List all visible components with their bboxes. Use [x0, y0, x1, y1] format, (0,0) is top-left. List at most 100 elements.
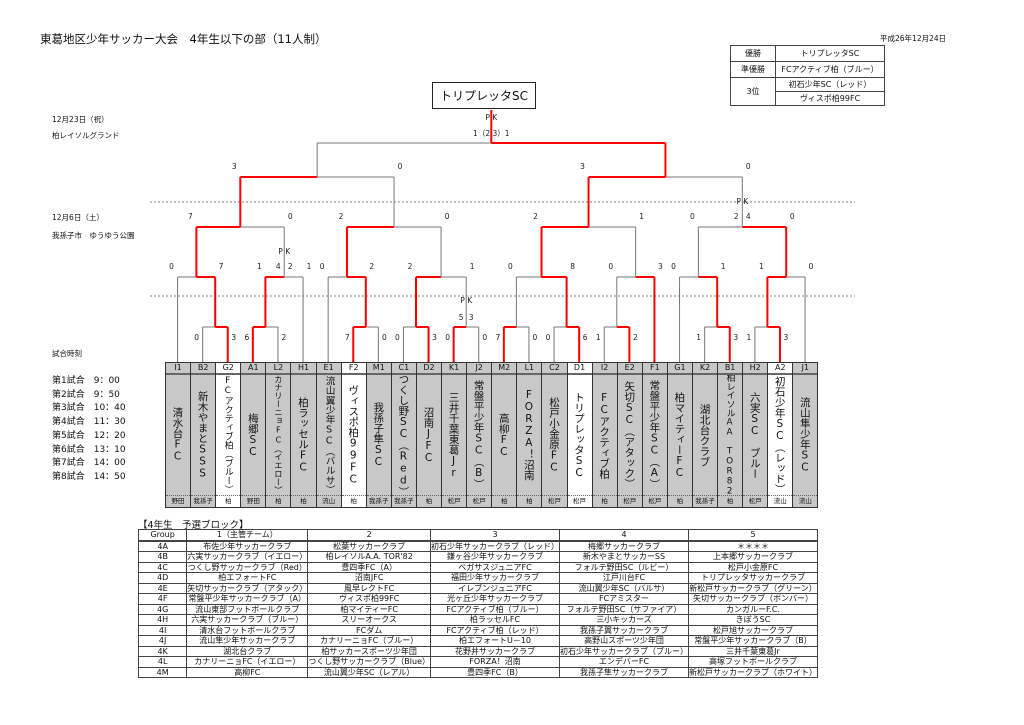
group-header: 1（主管チーム）: [186, 529, 309, 542]
group-header: 2: [307, 529, 431, 542]
team-location: 柏: [416, 495, 442, 507]
group-team: 柏エフォートU－10: [430, 635, 560, 647]
team-code: G2: [216, 363, 241, 375]
group-team: 沼南JFC: [307, 572, 431, 584]
team-location: 柏: [341, 495, 366, 507]
group-team: ベガサスジュニアFC: [430, 561, 560, 573]
score-label: 0: [546, 333, 551, 342]
team-name: 流山隼少年SC: [798, 396, 811, 474]
team-name: 六実SC ブルー: [748, 391, 761, 479]
group-team: 三井千葉東葛Jr: [688, 645, 818, 657]
pk-label: P K: [460, 296, 473, 305]
team-code: F2: [341, 363, 366, 375]
team-code: B2: [191, 363, 216, 375]
team-location: 柏: [718, 495, 743, 507]
team-code: E2: [617, 363, 642, 375]
schedule-item: 第6試合 13：10: [52, 444, 126, 455]
group-team: FCアクティブ柏（ブルー）: [430, 603, 560, 615]
score-label: 3: [231, 333, 236, 342]
group-team: 布佐少年サッカークラブ: [186, 540, 309, 552]
group-team: 流山翼少年SC（レアル）: [307, 666, 431, 678]
team-code: J2: [467, 363, 492, 375]
team-code: C2: [542, 363, 567, 375]
team-location: 松戸: [567, 495, 592, 507]
group-header: 4: [559, 529, 689, 542]
group-team: 柏レイソルA.A. TOR'82: [307, 551, 431, 563]
group-team: エンデバーFC: [559, 656, 689, 668]
group-team: 常盤平少年サッカークラブ（A）: [186, 593, 309, 605]
group-team: ヴィスポ柏99FC: [307, 593, 431, 605]
score-label: 0: [671, 262, 676, 271]
team-location: 柏: [592, 495, 617, 507]
group-id: 4C: [137, 561, 188, 573]
group-team: 柏サッカースポーツ少年団: [307, 645, 431, 657]
team-code: A1: [241, 363, 266, 375]
score-label: 0: [382, 333, 387, 342]
group-header: 3: [430, 529, 560, 542]
score-label: 1: [696, 333, 701, 342]
team-code: L1: [517, 363, 542, 375]
team-name: 清水台FC: [171, 407, 184, 463]
team-location: 松戸: [617, 495, 642, 507]
score-label: 3: [658, 262, 663, 271]
team-code: I1: [166, 363, 191, 375]
score-label: 2: [339, 212, 344, 221]
group-team: 鎌ヶ谷少年サッカークラブ: [430, 551, 560, 563]
score-label: 3: [784, 333, 789, 342]
team-location: 柏: [517, 495, 542, 507]
group-team: 六実サッカークラブ（ブルー）: [186, 614, 309, 626]
team-name: 新木やまとSSS: [196, 390, 209, 480]
pk-label: P K: [278, 247, 291, 256]
group-team: 初石少年サッカークラブ（ブルー）: [559, 645, 689, 657]
group-table-title: 【4年生 予選ブロック】: [138, 520, 249, 531]
score-label: 0: [194, 333, 199, 342]
score-label: 2: [282, 333, 287, 342]
group-team: 湖北台クラブ: [186, 645, 309, 657]
team-name: 常盤平少年SC（B）: [472, 380, 485, 490]
score-label: 0: [320, 262, 325, 271]
group-id: 4I: [137, 624, 188, 636]
score-label: 7: [495, 333, 500, 342]
team-name: 高柳FC: [497, 412, 510, 458]
pk-score: 4: [746, 212, 751, 221]
group-team: ＊＊＊＊: [688, 540, 818, 552]
team-code: F1: [642, 363, 667, 375]
team-location: 我孫子: [692, 495, 718, 507]
group-team: 高塚フットボールクラブ: [688, 656, 818, 668]
team-name: FCアクティブ柏（ブルー）: [222, 375, 233, 495]
final-date: 12月23日（祝）: [52, 115, 109, 124]
group-team: 流山東部フットボールクラブ: [186, 603, 309, 615]
score-label: 6: [583, 333, 588, 342]
team-code: C1: [391, 363, 416, 375]
score-label: 0: [533, 333, 538, 342]
group-team: 松戸旭サッカークラブ: [688, 624, 818, 636]
schedule-item: 第1試合 9：00: [52, 376, 120, 386]
team-location: 野田: [241, 495, 266, 507]
team-name: 柏マイティーFC: [673, 391, 686, 479]
score-label: 0: [608, 262, 613, 271]
score-label: 1: [639, 212, 644, 221]
schedule-item: 第8試合 14：50: [52, 471, 126, 482]
team-code: A2: [768, 363, 793, 375]
group-team: 梅郷サッカークラブ: [559, 540, 689, 552]
team-name: カナリーニョFC（イエロー）: [273, 375, 284, 495]
score-label: 3: [580, 162, 585, 171]
